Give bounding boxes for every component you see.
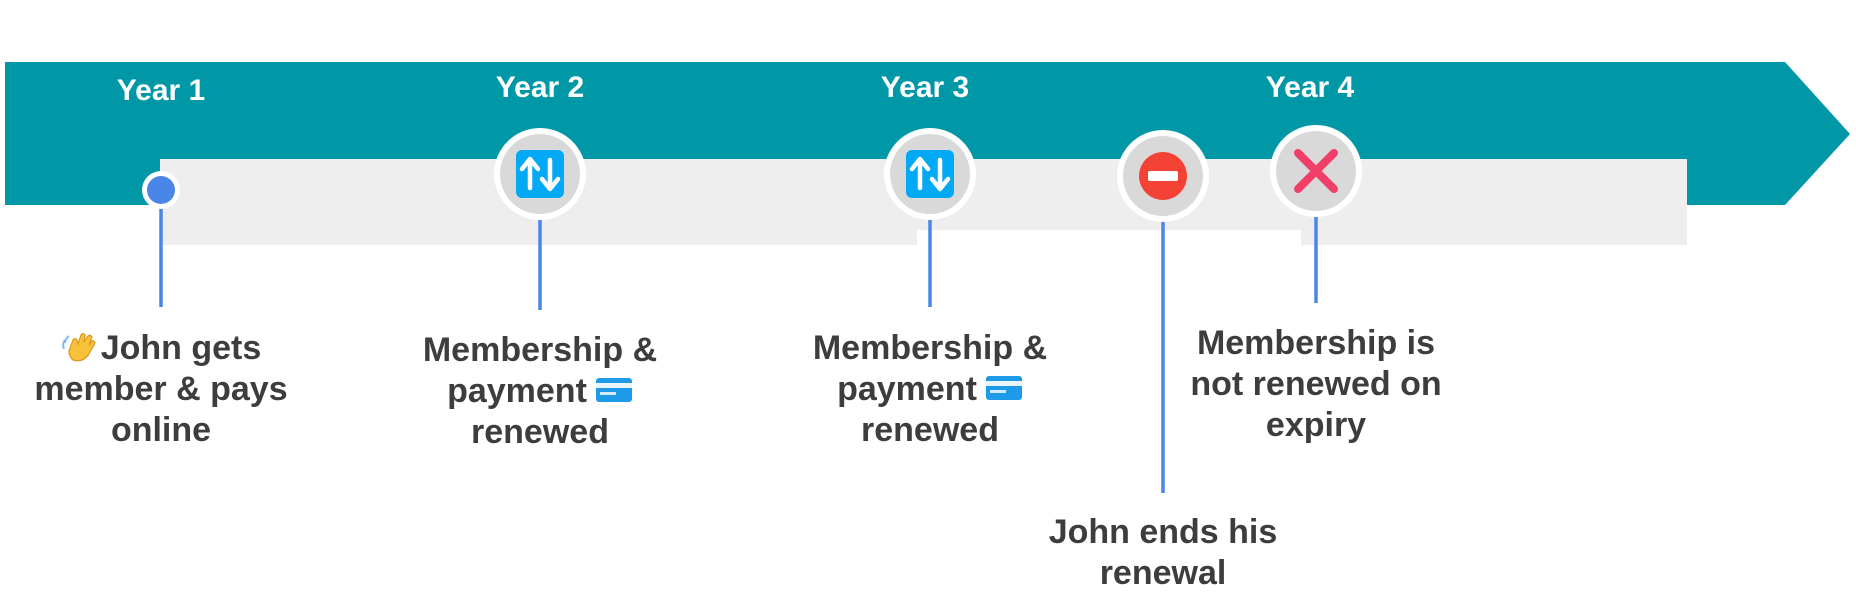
- credit-card-icon: [595, 378, 632, 403]
- caption-line: payment: [400, 371, 680, 412]
- caption-line: Membership &: [812, 329, 1048, 367]
- event-caption-1: John gets member & pays online: [26, 328, 296, 451]
- event-caption-2: Membership & payment renewed: [400, 330, 680, 453]
- event-caption-4: John ends his renewal: [1033, 512, 1293, 594]
- caption-line: not renewed on: [1190, 365, 1442, 403]
- caption-line: member & pays: [34, 370, 288, 408]
- renew-icon: [494, 128, 586, 220]
- event-caption-3: Membership & payment renewed: [790, 328, 1070, 451]
- waving-hand-icon: [61, 332, 96, 362]
- year-label-4: Year 4: [1265, 71, 1355, 104]
- caption-line: renewed: [471, 413, 609, 451]
- caption-line: online: [110, 411, 212, 449]
- renew-icon: [884, 128, 976, 220]
- timeline-track-notch: [917, 230, 1301, 248]
- caption-line: John ends his: [1048, 513, 1278, 551]
- year-label-2: Year 2: [495, 71, 585, 104]
- credit-card-icon: [985, 376, 1022, 401]
- year-label-3: Year 3: [880, 71, 970, 104]
- start-dot-icon: [142, 171, 180, 209]
- caption-line: expiry: [1265, 406, 1367, 444]
- year-label-1: Year 1: [116, 74, 206, 107]
- caption-line: Membership &: [422, 331, 658, 369]
- caption-text: payment: [837, 370, 977, 408]
- caption-text: payment: [447, 372, 587, 410]
- caption-line: Membership is: [1196, 324, 1436, 362]
- caption-line: John gets: [26, 328, 296, 369]
- cross-icon: [1270, 125, 1362, 217]
- caption-line: renewed: [861, 411, 999, 449]
- caption-text: John gets: [100, 329, 262, 367]
- stop-icon: [1117, 130, 1209, 222]
- caption-line: renewal: [1099, 554, 1227, 592]
- caption-line: payment: [790, 369, 1070, 410]
- event-caption-5: Membership is not renewed on expiry: [1176, 323, 1456, 446]
- timeline-track-tail: [1301, 230, 1687, 245]
